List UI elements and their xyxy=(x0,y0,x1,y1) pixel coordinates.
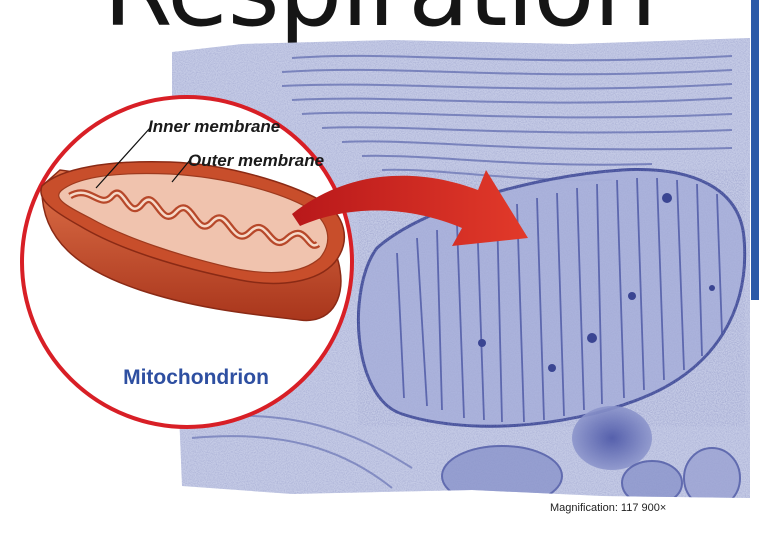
inner-membrane-label: Inner membrane xyxy=(148,117,280,137)
right-edge-bar xyxy=(751,0,759,538)
micrograph-image xyxy=(172,38,750,498)
electron-micrograph xyxy=(172,38,750,498)
mitochondrion-title: Mitochondrion xyxy=(86,366,306,390)
inner-membrane-pointer xyxy=(96,128,150,188)
outer-membrane-label: Outer membrane xyxy=(188,151,324,171)
magnification-caption: Magnification: 117 900× xyxy=(550,502,666,514)
